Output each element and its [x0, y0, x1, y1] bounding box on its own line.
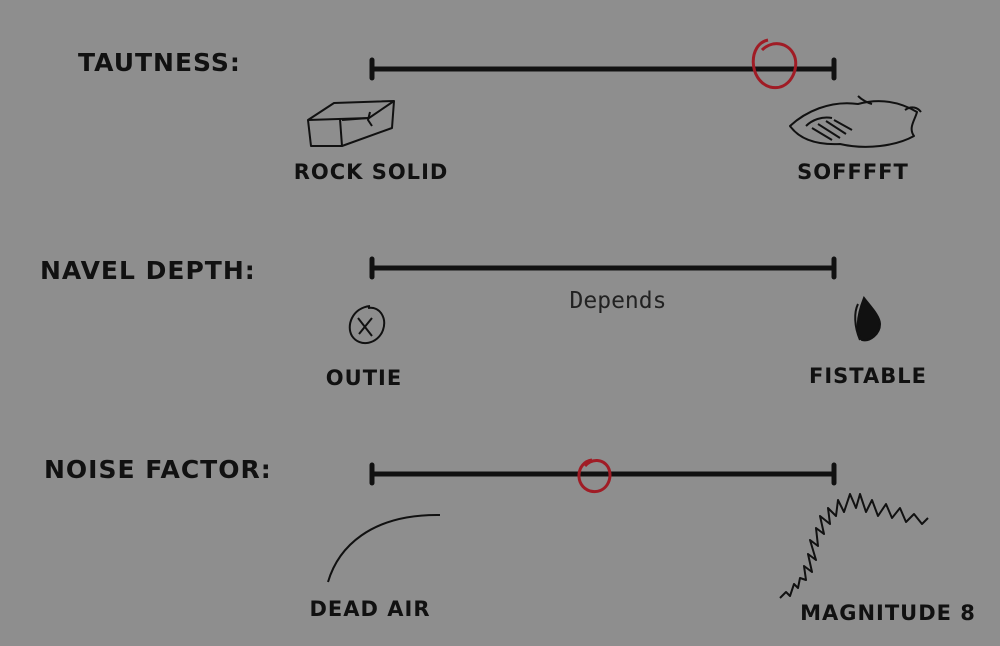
tautness-label: TAUTNESS: [78, 48, 241, 77]
flat-curve-icon [327, 513, 441, 583]
tautness-track [369, 57, 837, 81]
brick-icon [307, 100, 395, 147]
noise-factor-low-label: DEAD AIR [309, 597, 431, 621]
noise-factor-marker[interactable] [577, 458, 612, 494]
noise-factor-label: NOISE FACTOR: [44, 455, 272, 484]
pillow-icon [789, 95, 922, 148]
navel-depth-note: Depends [569, 288, 667, 314]
navel-depth-label: NAVEL DEPTH: [40, 256, 256, 285]
tautness-high-label: SOFFFFT [797, 160, 909, 184]
outie-navel-icon [348, 305, 386, 345]
noise-factor-track [369, 462, 837, 486]
navel-depth-track [369, 256, 837, 280]
navel-depth-high-label: FISTABLE [809, 364, 927, 388]
tautness-marker[interactable] [751, 38, 798, 90]
navel-depth-low-label: OUTIE [325, 366, 403, 390]
deep-navel-icon [854, 295, 882, 342]
noise-factor-high-label: MAGNITUDE 8 [800, 601, 976, 625]
tautness-low-label: ROCK SOLID [293, 160, 449, 184]
seismograph-icon [779, 493, 929, 599]
